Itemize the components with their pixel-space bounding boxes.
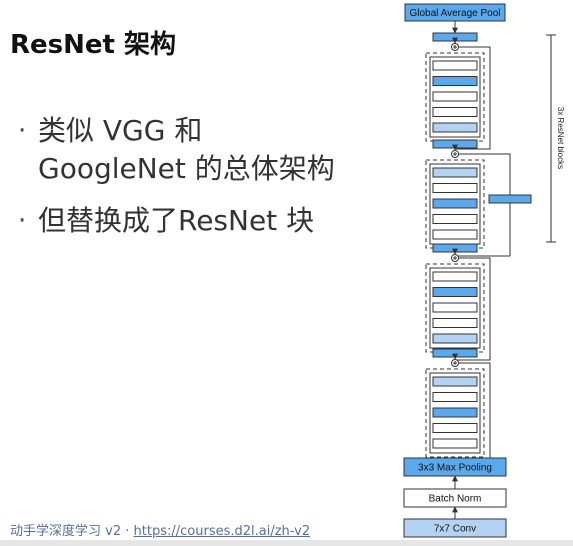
- skip-connection-line: [455, 153, 511, 257]
- repeat-label: 3x ResNet blocks: [556, 107, 565, 169]
- footer-course: 动手学深度学习 v2: [10, 524, 122, 539]
- layer-box: [432, 214, 478, 224]
- conv7x7-box: [403, 518, 507, 538]
- layer-box: [432, 392, 478, 402]
- layer-box: [432, 229, 478, 240]
- layer-box: [432, 60, 478, 71]
- bullet-text: 但替换成了ResNet 块: [38, 204, 315, 237]
- bullet-list: · 类似 VGG 和 GoogleNet 的总体架构 · 但替换成了ResNet…: [18, 112, 388, 254]
- layer-box: [432, 122, 478, 133]
- layer-box: [432, 183, 478, 193]
- bullet-item: · 类似 VGG 和 GoogleNet 的总体架构: [18, 112, 388, 188]
- shortcut-conv-box: [488, 194, 532, 204]
- layer-box: [432, 333, 478, 344]
- layer-box: [432, 76, 478, 86]
- slide-title: ResNet 架构: [10, 30, 177, 60]
- layer-box: [432, 318, 478, 328]
- stage-transition-box: [432, 139, 478, 149]
- bottom-bar: [0, 540, 573, 546]
- layer-box: [432, 302, 478, 313]
- residual-block-inner-boundary: [429, 267, 481, 349]
- bullet-item: · 但替换成了ResNet 块: [18, 202, 388, 240]
- stage-transition-box: [432, 243, 478, 253]
- layer-box: [432, 376, 478, 387]
- stage-transition-box: [432, 348, 478, 358]
- footer-separator: ·: [125, 524, 130, 539]
- layer-box: [432, 287, 478, 297]
- resnet-architecture-diagram: Global Average Pool 3x3 Max PoolingBatch …: [403, 3, 565, 538]
- layer-box: [432, 167, 478, 178]
- bullet-dot-icon: ·: [18, 206, 27, 236]
- layer-box: [432, 423, 478, 433]
- skip-connection-line: [455, 46, 491, 150]
- footer-link[interactable]: https://courses.d2l.ai/zh-v2: [133, 524, 311, 539]
- layer-box: [432, 407, 478, 418]
- footer: 动手学深度学习 v2 · https://courses.d2l.ai/zh-v…: [10, 520, 310, 539]
- global-average-pool-box-label: Global Average Pool: [410, 8, 501, 19]
- skip-connection-line: [455, 257, 491, 361]
- layer-box: [432, 107, 478, 117]
- layer-box: [432, 438, 478, 449]
- stage-transition-box: [432, 32, 478, 42]
- batch-norm-box-label: Batch Norm: [429, 494, 482, 505]
- layer-box: [432, 91, 478, 102]
- bullet-text: 类似 VGG 和 GoogleNet 的总体架构: [38, 114, 335, 185]
- conv7x7-box-label: 7x7 Conv: [434, 524, 476, 535]
- layer-box: [432, 271, 478, 282]
- residual-block-inner-boundary: [429, 372, 481, 454]
- max-pooling-box-label: 3x3 Max Pooling: [418, 463, 492, 474]
- layer-box: [432, 198, 478, 209]
- residual-block-inner-boundary: [429, 56, 481, 138]
- bullet-dot-icon: ·: [18, 116, 27, 146]
